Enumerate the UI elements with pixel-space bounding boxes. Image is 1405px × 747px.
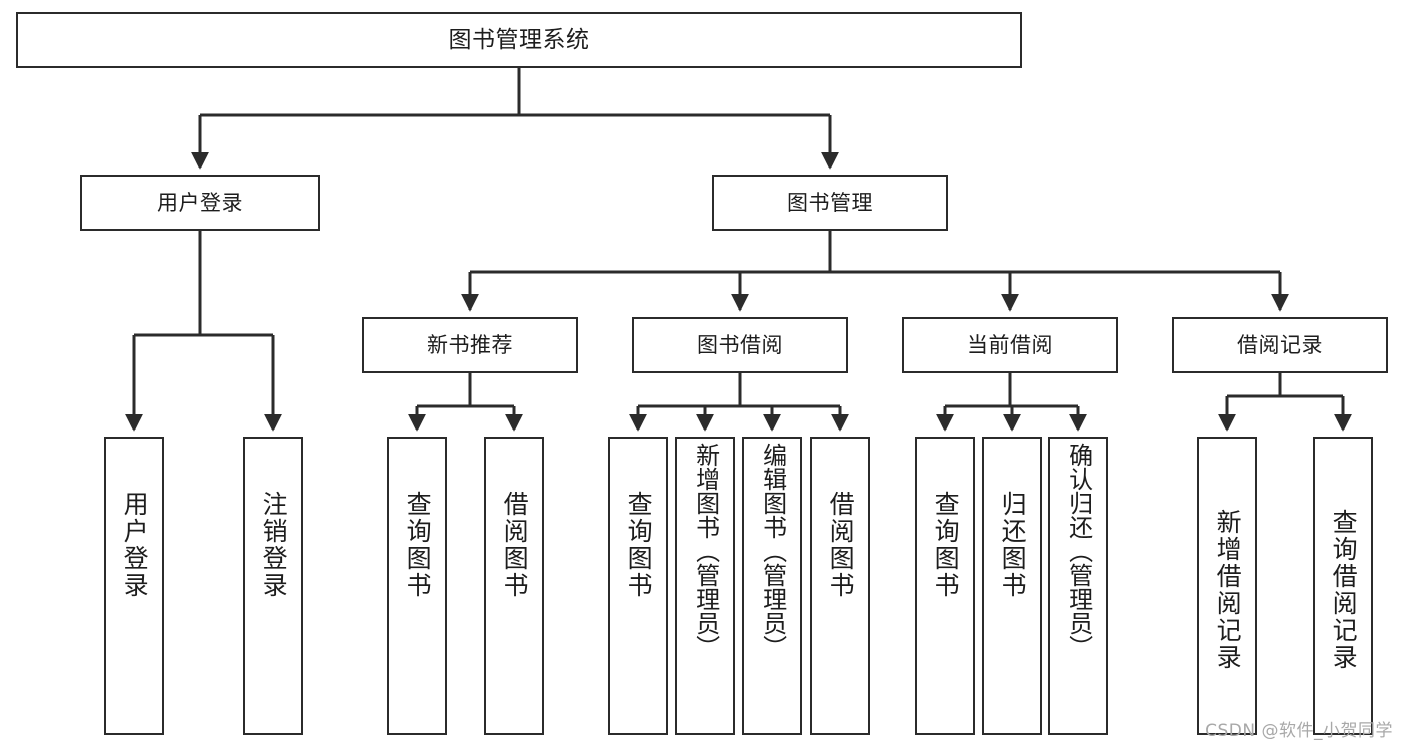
leaf-user-login-login[interactable]: 用户登录: [104, 437, 164, 735]
leaf-borrow-record-query[interactable]: 查询借阅记录: [1313, 437, 1373, 735]
node-root-system[interactable]: 图书管理系统: [16, 12, 1022, 68]
leaf-book-borrow-borrow-label: 借阅图书: [826, 491, 856, 599]
node-new-book-recommendation-label: 新书推荐: [427, 332, 513, 357]
leaf-borrow-record-add-label: 新增借阅记录: [1213, 509, 1243, 671]
leaf-user-login-login-label: 用户登录: [120, 491, 150, 599]
leaf-book-borrow-add[interactable]: 新增图书（管理员）: [675, 437, 735, 735]
leaf-current-borrow-confirm-return-label: 确认归还（管理员）: [1064, 443, 1093, 659]
leaf-book-borrow-add-label: 新增图书（管理员）: [691, 443, 720, 659]
node-book-management[interactable]: 图书管理: [712, 175, 948, 231]
leaf-current-borrow-return-label: 归还图书: [998, 491, 1028, 599]
leaf-new-book-rec-borrow-label: 借阅图书: [500, 491, 530, 599]
leaf-current-borrow-query-label: 查询图书: [931, 491, 961, 599]
watermark-text: CSDN @软件_小贺同学: [1205, 721, 1393, 741]
node-new-book-recommendation[interactable]: 新书推荐: [362, 317, 578, 373]
leaf-current-borrow-return[interactable]: 归还图书: [982, 437, 1042, 735]
leaf-book-borrow-query-label: 查询图书: [624, 491, 654, 599]
node-current-borrowing[interactable]: 当前借阅: [902, 317, 1118, 373]
leaf-user-login-logout[interactable]: 注销登录: [243, 437, 303, 735]
leaf-book-borrow-borrow[interactable]: 借阅图书: [810, 437, 870, 735]
node-borrowing-record-label: 借阅记录: [1237, 332, 1323, 357]
node-book-borrowing[interactable]: 图书借阅: [632, 317, 848, 373]
leaf-current-borrow-query[interactable]: 查询图书: [915, 437, 975, 735]
leaf-book-borrow-edit[interactable]: 编辑图书（管理员）: [742, 437, 802, 735]
leaf-new-book-rec-borrow[interactable]: 借阅图书: [484, 437, 544, 735]
leaf-borrow-record-add[interactable]: 新增借阅记录: [1197, 437, 1257, 735]
leaf-new-book-rec-query[interactable]: 查询图书: [387, 437, 447, 735]
leaf-current-borrow-confirm-return[interactable]: 确认归还（管理员）: [1048, 437, 1108, 735]
node-borrowing-record[interactable]: 借阅记录: [1172, 317, 1388, 373]
node-book-borrowing-label: 图书借阅: [697, 332, 783, 357]
node-current-borrowing-label: 当前借阅: [967, 332, 1053, 357]
leaf-book-borrow-edit-label: 编辑图书（管理员）: [758, 443, 787, 659]
node-user-login-label: 用户登录: [157, 190, 243, 215]
node-root-system-label: 图书管理系统: [448, 26, 590, 53]
node-user-login[interactable]: 用户登录: [80, 175, 320, 231]
leaf-new-book-rec-query-label: 查询图书: [403, 491, 433, 599]
leaf-user-login-logout-label: 注销登录: [259, 491, 289, 599]
leaf-book-borrow-query[interactable]: 查询图书: [608, 437, 668, 735]
leaf-borrow-record-query-label: 查询借阅记录: [1329, 509, 1359, 671]
node-book-management-label: 图书管理: [787, 190, 873, 215]
